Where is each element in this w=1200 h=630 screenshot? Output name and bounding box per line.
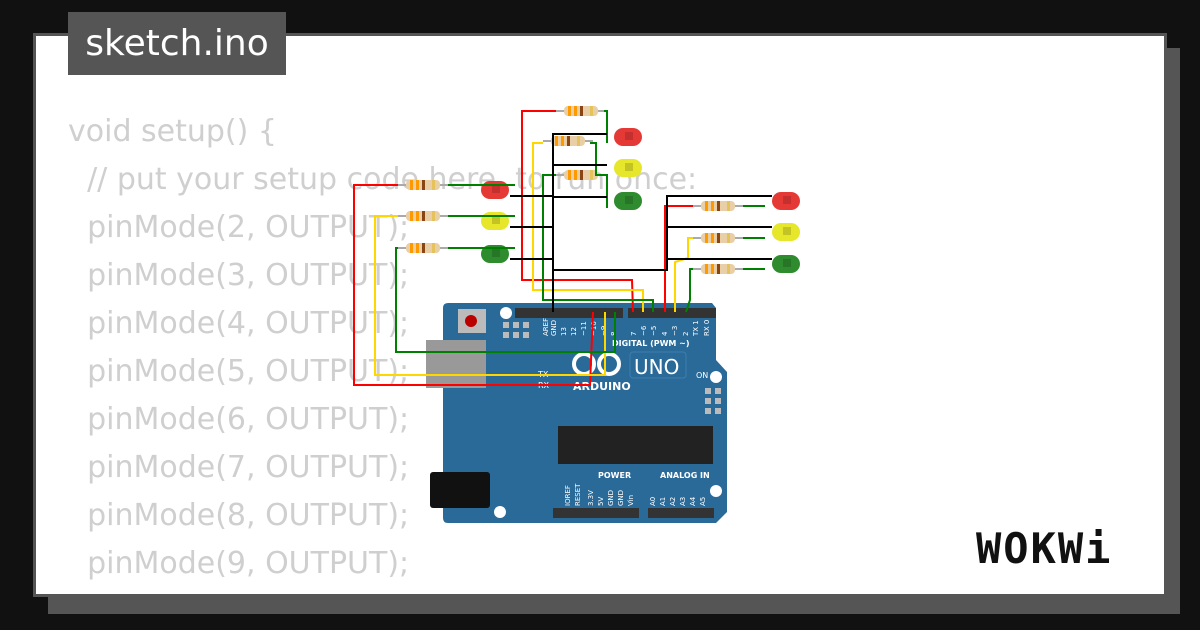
on-label: ON [696, 371, 708, 380]
header-digital-high [515, 308, 623, 318]
header-digital-low [628, 308, 716, 318]
header-power [553, 508, 639, 518]
resistor[interactable] [693, 264, 743, 274]
pin-label: ~10 [590, 321, 598, 336]
resistor[interactable] [398, 243, 448, 253]
led-yellow[interactable] [614, 159, 642, 177]
wire-green[interactable] [590, 142, 608, 208]
pin-label: A2 [669, 497, 677, 506]
header-analog [648, 508, 714, 518]
resistor[interactable] [543, 136, 593, 146]
code-line: pinMode(6, OUTPUT); [68, 402, 410, 437]
pin-label: 13 [560, 327, 568, 336]
resistor[interactable] [693, 233, 743, 243]
led-green[interactable] [614, 192, 642, 210]
pin-label: ~11 [580, 321, 588, 336]
atmega-chip [558, 426, 713, 464]
pin-label: IOREF [564, 485, 572, 506]
wire-red[interactable] [664, 205, 693, 312]
code-line: pinMode(5, OUTPUT); [68, 354, 410, 389]
pin-label: GND [607, 490, 615, 506]
reset-button-cap [465, 315, 477, 327]
wire-green[interactable] [395, 247, 616, 353]
usb-connector [426, 340, 486, 388]
wokwi-logo: WOKWi [976, 524, 1113, 573]
code-line: pinMode(3, OUTPUT); [68, 258, 410, 293]
pin-label: AREF [542, 318, 550, 336]
wire-green[interactable] [604, 110, 608, 143]
board-model: UNO [634, 355, 679, 379]
pin-label: GND [617, 490, 625, 506]
pin-label: A5 [699, 497, 707, 506]
pin-label: A1 [659, 497, 667, 506]
pin-label: A3 [679, 497, 687, 506]
resistor[interactable] [556, 106, 606, 116]
led-red[interactable] [481, 181, 509, 199]
board-brand: ARDUINO [573, 380, 631, 393]
code-line: pinMode(8, OUTPUT); [68, 498, 410, 533]
led-green[interactable] [772, 255, 800, 273]
pin-label: GND [550, 320, 558, 336]
pin-label: A0 [649, 497, 657, 506]
wire-black[interactable] [552, 133, 607, 312]
wire-green[interactable] [685, 268, 693, 313]
pin-label: 12 [570, 327, 578, 336]
wire-yellow[interactable] [374, 215, 606, 376]
pin-label: ~6 [640, 325, 648, 336]
pin-label: 7 [630, 332, 638, 336]
pin-label: 3.3V [587, 490, 595, 506]
code-line: pinMode(4, OUTPUT); [68, 306, 410, 341]
analog-label: ANALOG IN [660, 471, 710, 480]
pin-label: A4 [689, 496, 697, 506]
pin-label: TX 1 [692, 320, 700, 337]
pin-label: Vin [627, 495, 635, 506]
wire-black[interactable] [553, 195, 772, 271]
code-line: pinMode(9, OUTPUT); [68, 546, 410, 581]
led-yellow[interactable] [481, 212, 509, 230]
pin-label: ~3 [671, 326, 679, 336]
arduino-uno-board[interactable]: ARDUINO UNO DIGITAL (PWM ~) ON TX RX POW… [426, 303, 727, 523]
led-yellow[interactable] [772, 223, 800, 241]
led-red[interactable] [614, 128, 642, 146]
wire-yellow[interactable] [532, 142, 644, 312]
code-line: void setup() { [68, 114, 277, 149]
pin-label: RX 0 [703, 320, 711, 336]
resistor[interactable] [398, 180, 448, 190]
pin-label: 4 [661, 331, 669, 336]
resistor[interactable] [693, 201, 743, 211]
pin-label: 2 [682, 332, 690, 336]
pin-label: ~5 [650, 326, 658, 336]
wire-green[interactable] [542, 174, 654, 312]
code-line: pinMode(7, OUTPUT); [68, 450, 410, 485]
digital-label: DIGITAL (PWM ~) [612, 339, 690, 348]
file-tab-title: sketch.ino [68, 12, 286, 75]
resistor[interactable] [398, 211, 448, 221]
power-jack [430, 472, 490, 508]
pin-label: RESET [574, 483, 582, 506]
led-green[interactable] [481, 245, 509, 263]
wire-red[interactable] [353, 184, 594, 386]
led-red[interactable] [772, 192, 800, 210]
power-label: POWER [598, 471, 631, 480]
pin-label: 5V [597, 497, 605, 506]
